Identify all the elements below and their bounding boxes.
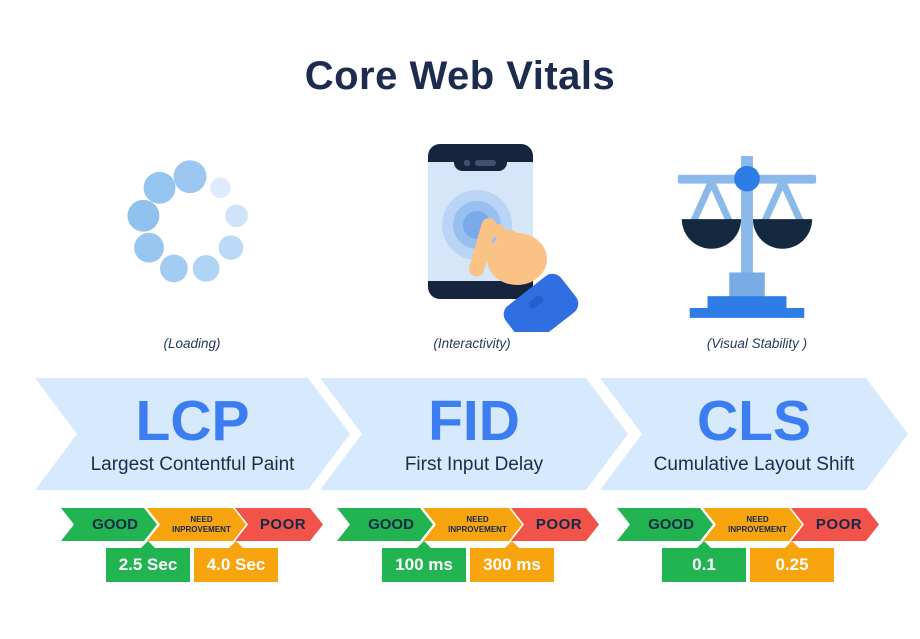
phone-touch-icon — [420, 140, 590, 345]
threshold-poor-fid: 300 ms — [470, 541, 554, 582]
need-line2: INPROVEMENT — [172, 524, 231, 534]
threshold-poor-cls: 0.25 — [750, 541, 834, 582]
rating-need-improvement: NEED INPROVEMENT — [147, 508, 246, 541]
balance-scale-icon — [668, 146, 826, 323]
caption-loading: (Loading) — [163, 336, 221, 351]
metric-abbr-lcp: LCP — [135, 388, 250, 453]
rating-need-improvement: NEED INPROVEMENT — [423, 508, 522, 541]
caption-visual-stability: (Visual Stability ) — [706, 336, 808, 351]
need-line1: NEED — [746, 514, 769, 524]
page-title: Core Web Vitals — [304, 54, 616, 98]
rating-poor: POOR — [235, 508, 323, 541]
metric-name-fid: First Input Delay — [404, 453, 544, 475]
metric-abbr-fid: FID — [428, 388, 520, 453]
banner-fid: FID First Input Delay — [320, 378, 628, 490]
metric-name-cls: Cumulative Layout Shift — [653, 453, 855, 475]
rating-good: GOOD — [617, 508, 713, 541]
rating-strip-lcp: GOOD NEED INPROVEMENT POOR — [61, 508, 323, 541]
hand — [469, 218, 579, 345]
rating-strip-cls: GOOD NEED INPROVEMENT POOR — [617, 508, 879, 541]
rating-poor: POOR — [791, 508, 879, 541]
loading-spinner-icon — [118, 152, 262, 301]
need-line1: NEED — [466, 514, 489, 524]
threshold-good-cls: 0.1 — [662, 541, 746, 582]
threshold-good-fid: 100 ms — [382, 541, 466, 582]
rating-good: GOOD — [337, 508, 433, 541]
metric-abbr-cls: CLS — [697, 388, 811, 453]
threshold-poor-lcp: 4.0 Sec — [194, 541, 278, 582]
rating-poor: POOR — [511, 508, 599, 541]
metrics-band: LCP Largest Contentful Paint FID First I… — [0, 378, 920, 490]
metric-name-lcp: Largest Contentful Paint — [90, 453, 295, 475]
banner-cls: CLS Cumulative Layout Shift — [600, 378, 908, 490]
caption-interactivity: (Interactivity) — [433, 336, 511, 351]
rating-strip-fid: GOOD NEED INPROVEMENT POOR — [337, 508, 599, 541]
rating-good: GOOD — [61, 508, 157, 541]
need-line2: INPROVEMENT — [448, 524, 507, 534]
threshold-good-lcp: 2.5 Sec — [106, 541, 190, 582]
need-line1: NEED — [190, 514, 213, 524]
banner-lcp: LCP Largest Contentful Paint — [35, 378, 350, 490]
rating-need-improvement: NEED INPROVEMENT — [703, 508, 802, 541]
need-line2: INPROVEMENT — [728, 524, 787, 534]
